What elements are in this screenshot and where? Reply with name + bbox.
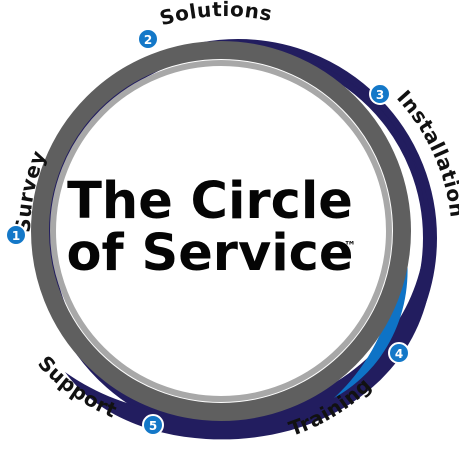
step-badge-4: 4	[388, 342, 410, 364]
step-badge-3: 3	[369, 83, 391, 105]
step-badge-1: 1	[5, 224, 27, 246]
badge-number-4: 4	[395, 347, 403, 361]
trademark-mark: ™	[344, 239, 356, 253]
badge-circle-3	[369, 83, 391, 105]
badge-circle-5	[142, 414, 164, 436]
title-block: The Circle of Service ™	[67, 172, 357, 283]
step-badges: 1 2 3 4 5	[5, 28, 410, 436]
white-center-disk	[61, 71, 381, 391]
badge-number-2: 2	[144, 33, 152, 47]
badge-circle-2	[137, 28, 159, 50]
badge-number-3: 3	[376, 88, 384, 102]
step-badge-5: 5	[142, 414, 164, 436]
badge-number-1: 1	[12, 229, 20, 243]
light-gray-inner-ring	[50, 60, 392, 402]
ring-group	[31, 39, 437, 440]
title-line-2: of Service	[67, 224, 354, 283]
gray-main-ring	[31, 41, 411, 421]
step-badge-2: 2	[137, 28, 159, 50]
navy-swoosh	[65, 63, 434, 440]
badge-circle-4	[388, 342, 410, 364]
badge-circle-1	[5, 224, 27, 246]
title-line-1: The Circle	[67, 172, 353, 231]
badge-number-5: 5	[149, 419, 157, 433]
step-label-solutions: Solutions	[157, 0, 274, 30]
